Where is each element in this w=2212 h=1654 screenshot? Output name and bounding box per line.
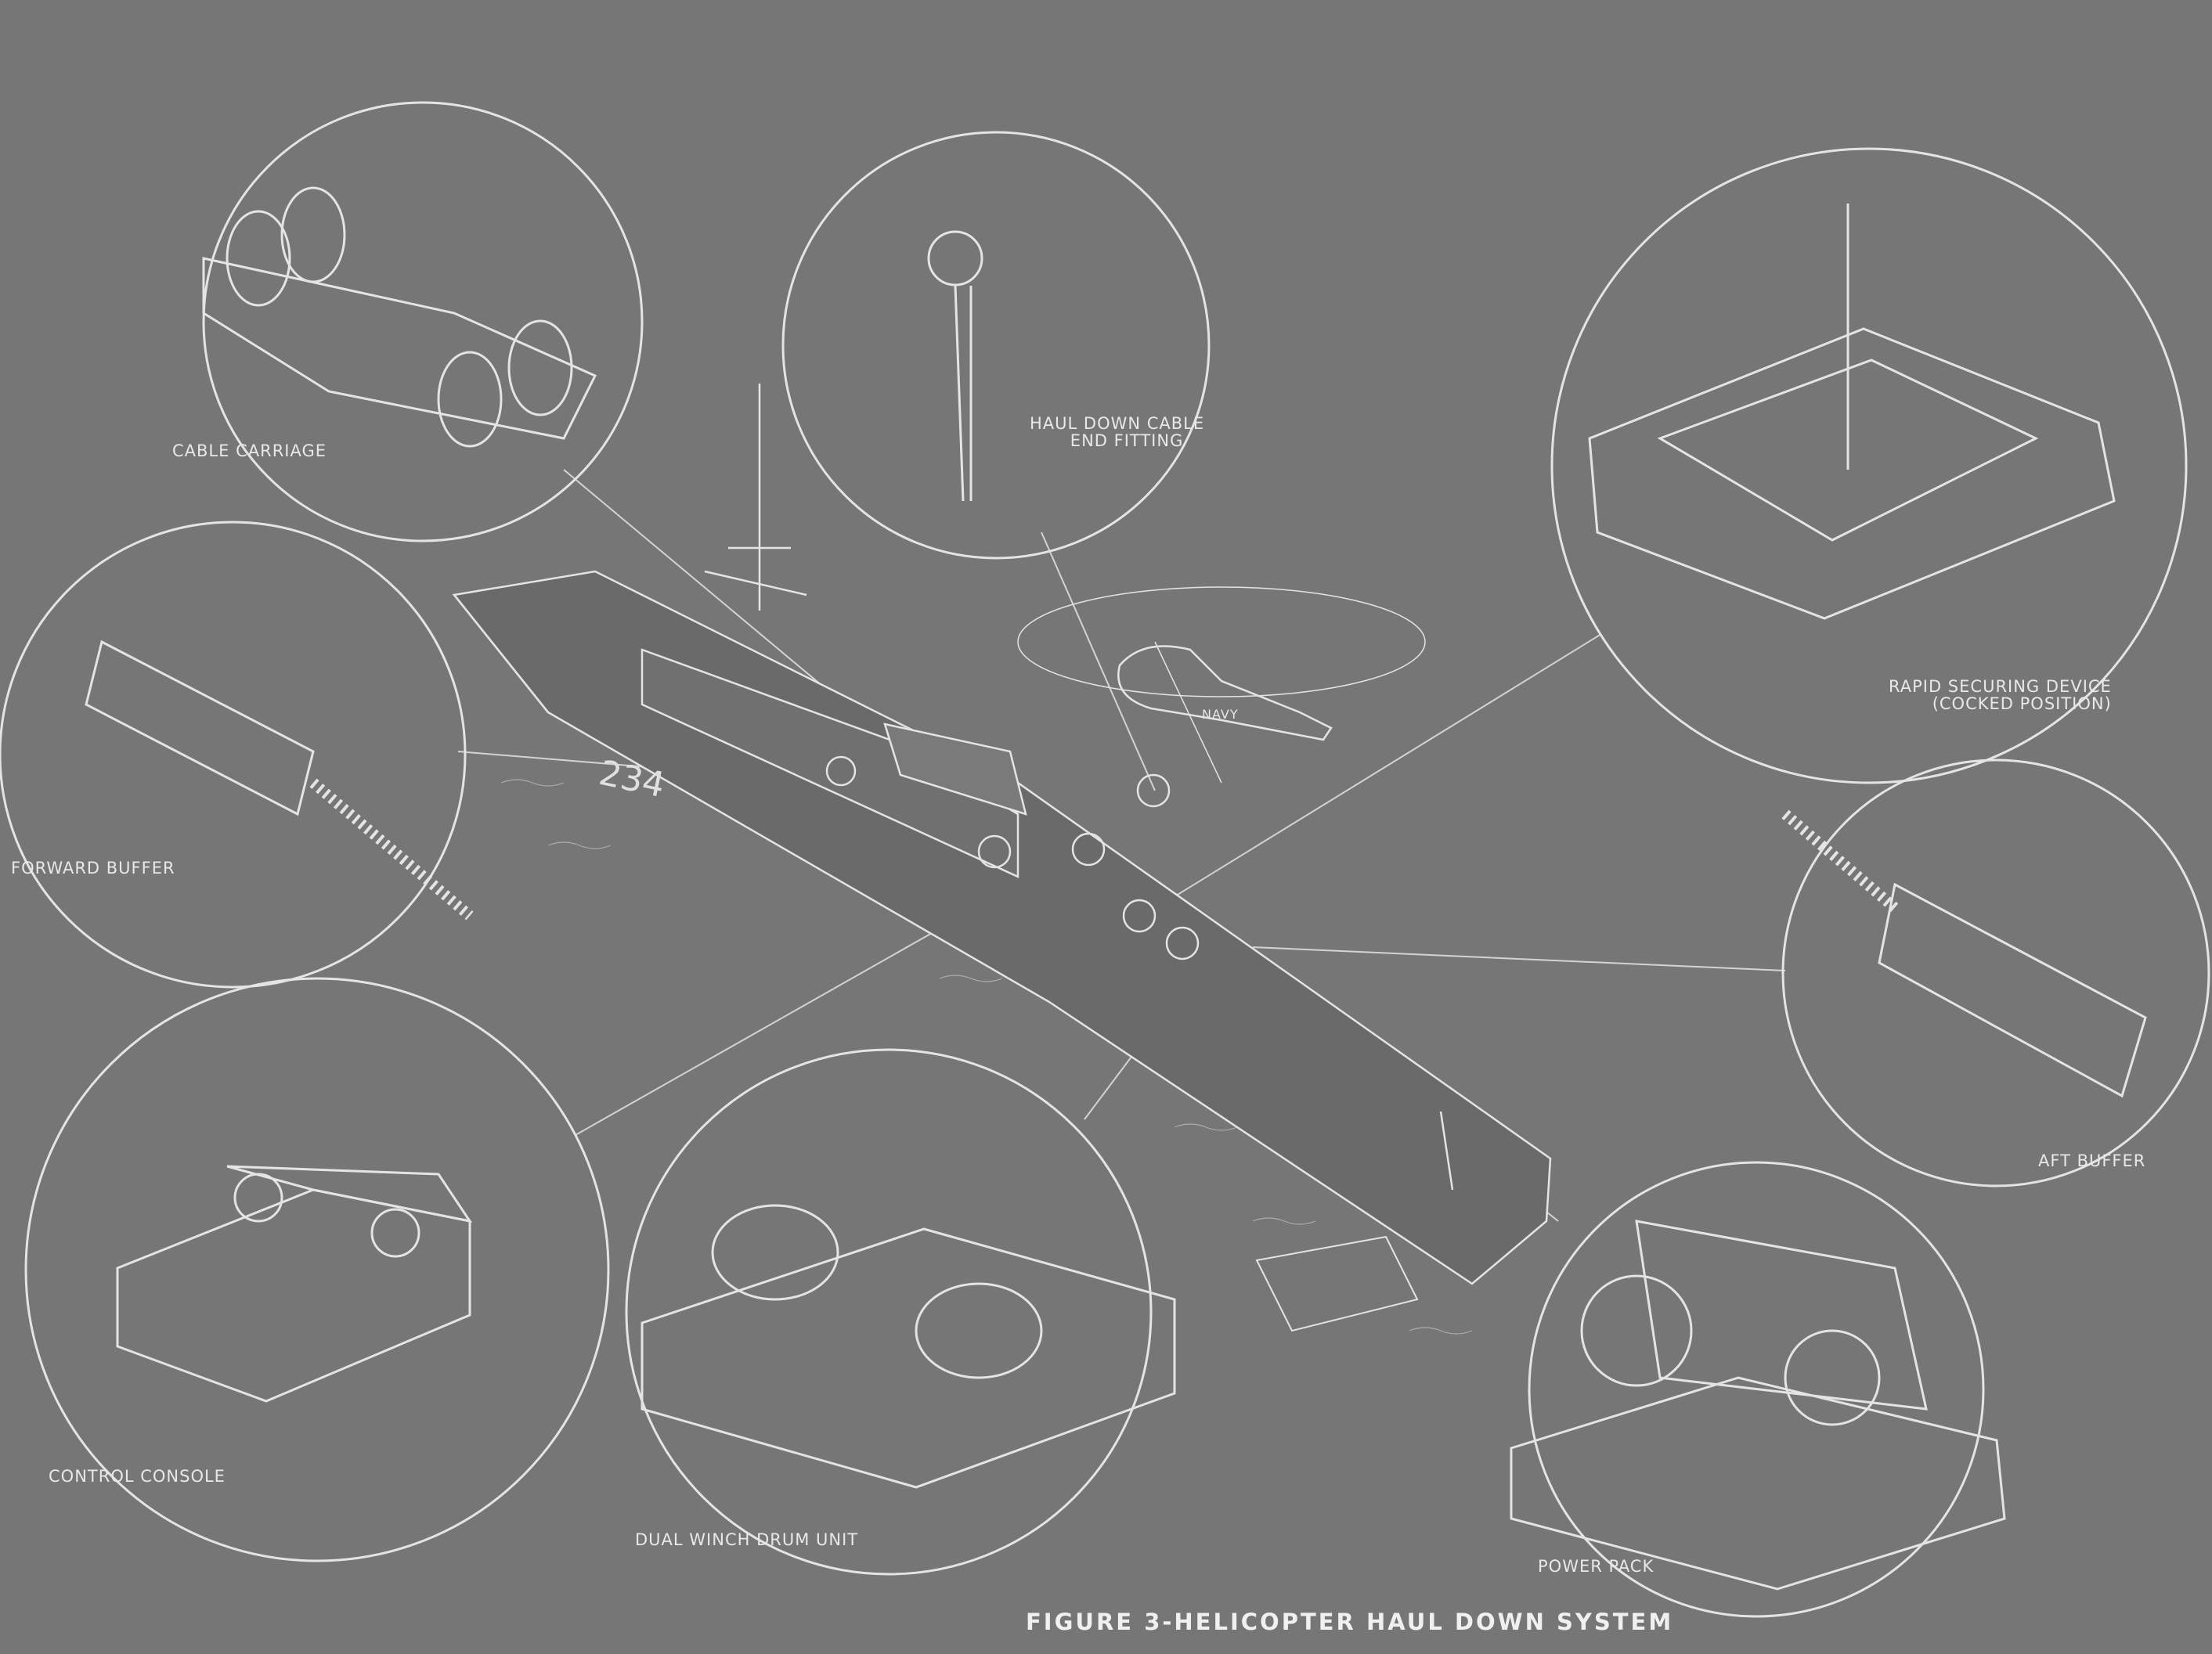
label-aft-buffer: AFT BUFFER [2038, 1151, 2146, 1170]
control-console-circle [24, 977, 610, 1562]
aft-buffer-sketch [1781, 809, 2147, 1098]
haul-down-cable-circle [781, 131, 1211, 560]
label-forward-buffer: FORWARD BUFFER [11, 859, 175, 877]
label-rapid-securing-device: RAPID SECURING DEVICE (COCKED POSITION) [1889, 678, 2112, 712]
rapid-securing-device-sketch [1588, 204, 2116, 620]
label-dual-winch-drum-unit: DUAL WINCH DRUM UNIT [635, 1530, 859, 1549]
label-control-console: CONTROL CONSOLE [49, 1467, 226, 1486]
label-haul-down-cable: HAUL DOWN CABLE END FITTING [1030, 415, 1204, 449]
power-pack-circle [1528, 1161, 1985, 1618]
forward-buffer-sketch [85, 640, 474, 921]
power-pack-sketch [1510, 1220, 2006, 1591]
dual-winch-sketch [641, 1204, 1176, 1489]
label-line-2: END FITTING [1070, 431, 1184, 451]
label-cable-carriage: CABLE CARRIAGE [172, 441, 327, 460]
label-power-pack: POWER PACK [1538, 1557, 1654, 1576]
rapid-securing-device-circle [1550, 147, 2188, 784]
control-console-sketch [116, 1165, 473, 1403]
label-line-2: (COCKED POSITION) [1932, 694, 2112, 714]
label-line-1: HAUL DOWN CABLE [1030, 414, 1205, 433]
helicopter-marking: NAVY [1202, 707, 1239, 722]
sea-waves [500, 779, 1473, 1335]
leader-lines [457, 469, 1786, 1222]
end-fitting-sketch [927, 230, 983, 502]
aft-buffer-circle [1781, 759, 2210, 1187]
helicopter-illustration [1017, 586, 1426, 784]
label-line-1: RAPID SECURING DEVICE [1889, 677, 2112, 696]
ship-illustration [452, 384, 1552, 1332]
cable-carriage-sketch [202, 186, 597, 448]
forward-buffer-circle [0, 521, 467, 989]
figure-title: FIGURE 3-HELICOPTER HAUL DOWN SYSTEM [1026, 1609, 1674, 1635]
cable-carriage-circle [202, 101, 644, 542]
dual-winch-circle [625, 1048, 1153, 1576]
